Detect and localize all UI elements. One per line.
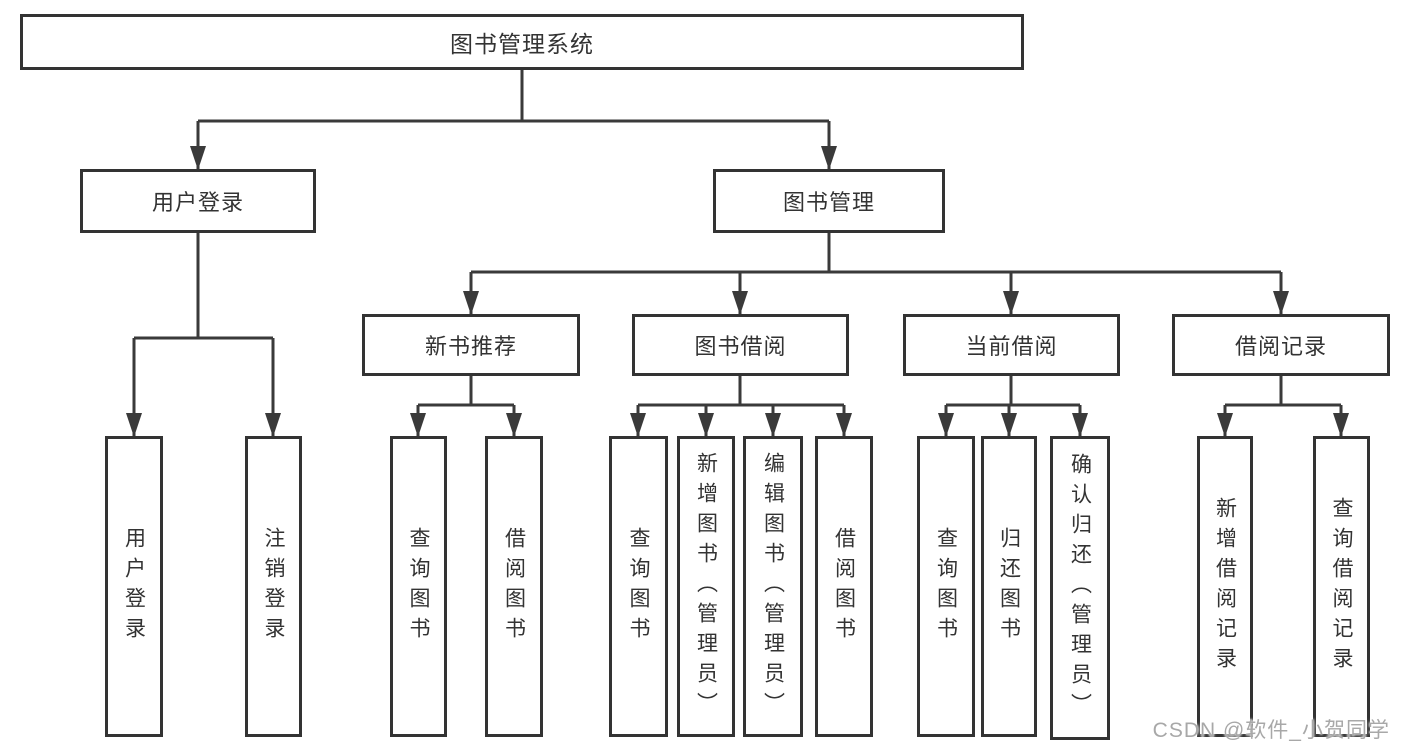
leaf-label: 用户登录 [122,526,146,647]
leaf-query-books-1: 查询图书 [390,436,447,737]
node-label: 图书管理系统 [450,31,594,57]
leaf-label: 新增借阅记录 [1213,496,1237,677]
node-book-management: 图书管理 [713,169,945,233]
leaf-label: 查询借阅记录 [1330,496,1353,677]
leaf-label: 确认归还（管理员） [1068,453,1092,723]
leaf-label: 注销登录 [262,526,285,647]
leaf-return-book: 归还图书 [981,436,1037,737]
node-book-borrowing: 图书借阅 [632,314,849,376]
leaf-user-login: 用户登录 [105,436,163,737]
leaf-confirm-return-admin: 确认归还（管理员） [1050,436,1110,740]
node-label: 借阅记录 [1234,334,1327,359]
leaf-query-books-3: 查询图书 [917,436,975,737]
connector-group [126,70,1349,437]
leaf-label: 借阅图书 [502,526,526,647]
leaf-label: 编辑图书（管理员） [761,451,785,722]
node-new-book-recommendation: 新书推荐 [362,314,580,376]
node-borrowing-records: 借阅记录 [1172,314,1390,376]
node-label: 用户登录 [151,190,244,215]
leaf-edit-book-admin: 编辑图书（管理员） [743,436,803,737]
node-label: 图书借阅 [694,334,787,359]
leaf-add-book-admin: 新增图书（管理员） [677,436,735,737]
leaf-query-books-2: 查询图书 [609,436,668,737]
leaf-label: 查询图书 [627,526,650,647]
leaf-label: 查询图书 [407,526,430,647]
node-label: 图书管理 [782,190,875,215]
leaf-label: 归还图书 [997,526,1021,647]
leaf-add-borrow-record: 新增借阅记录 [1197,436,1253,737]
node-label: 新书推荐 [424,334,517,359]
leaf-borrow-books-2: 借阅图书 [815,436,873,737]
node-label: 当前借阅 [965,334,1058,359]
leaf-label: 查询图书 [934,526,958,647]
csdn-watermark: CSDN @软件_小贺同学 [1152,719,1390,742]
leaf-query-borrow-record: 查询借阅记录 [1313,436,1370,737]
node-user-login: 用户登录 [80,169,316,233]
leaf-borrow-books-1: 借阅图书 [485,436,543,737]
leaf-logout: 注销登录 [245,436,302,737]
node-current-borrowing: 当前借阅 [903,314,1120,376]
leaf-label: 借阅图书 [832,526,856,647]
node-library-management-system: 图书管理系统 [20,14,1024,70]
leaf-label: 新增图书（管理员） [694,451,718,722]
